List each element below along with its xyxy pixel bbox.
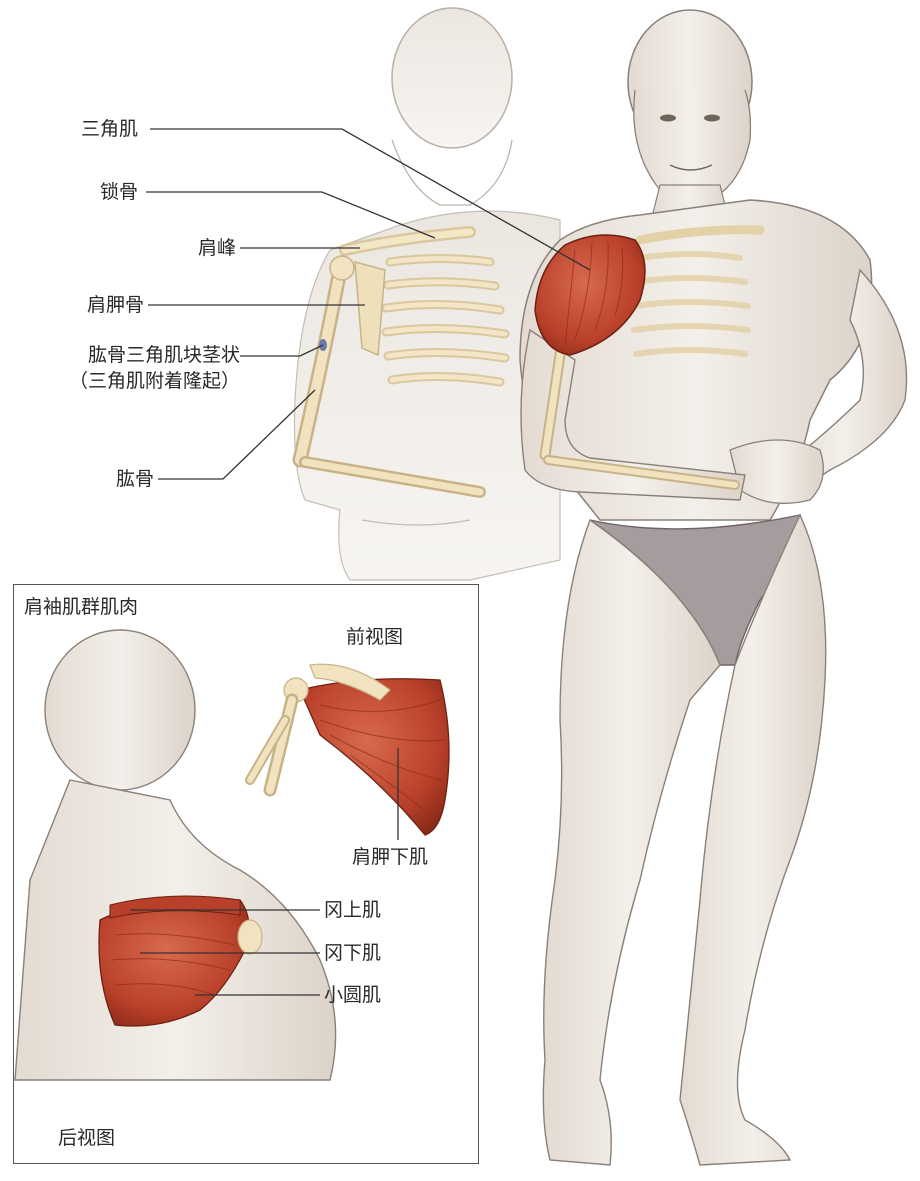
label-infraspinatus: 冈下肌 [324, 942, 381, 964]
inset-title: 肩袖肌群肌肉 [24, 596, 138, 618]
ghost-head [392, 8, 512, 148]
label-subscapularis: 肩胛下肌 [352, 846, 428, 868]
label-supraspinatus: 冈上肌 [324, 899, 381, 921]
leader-humerus [158, 390, 315, 479]
label-deltoid-tuberosity-note: （三角肌附着隆起） [69, 370, 240, 392]
label-clavicle: 锁骨 [100, 181, 138, 203]
label-scapula: 肩胛骨 [87, 294, 144, 316]
label-humerus: 肱骨 [116, 468, 154, 490]
skeleton-figure [294, 8, 560, 580]
label-acromion: 肩峰 [198, 237, 236, 259]
muscular-figure [520, 10, 907, 1165]
label-front-view: 前视图 [346, 626, 403, 648]
ghost-jaw [392, 140, 512, 205]
label-deltoid-tuberosity: 肱骨三角肌块茎状 [88, 344, 240, 366]
label-deltoid: 三角肌 [81, 118, 138, 140]
label-teres-minor: 小圆肌 [324, 984, 381, 1006]
rotator-cuff-inset-panel [13, 584, 479, 1164]
label-back-view: 后视图 [58, 1127, 115, 1149]
